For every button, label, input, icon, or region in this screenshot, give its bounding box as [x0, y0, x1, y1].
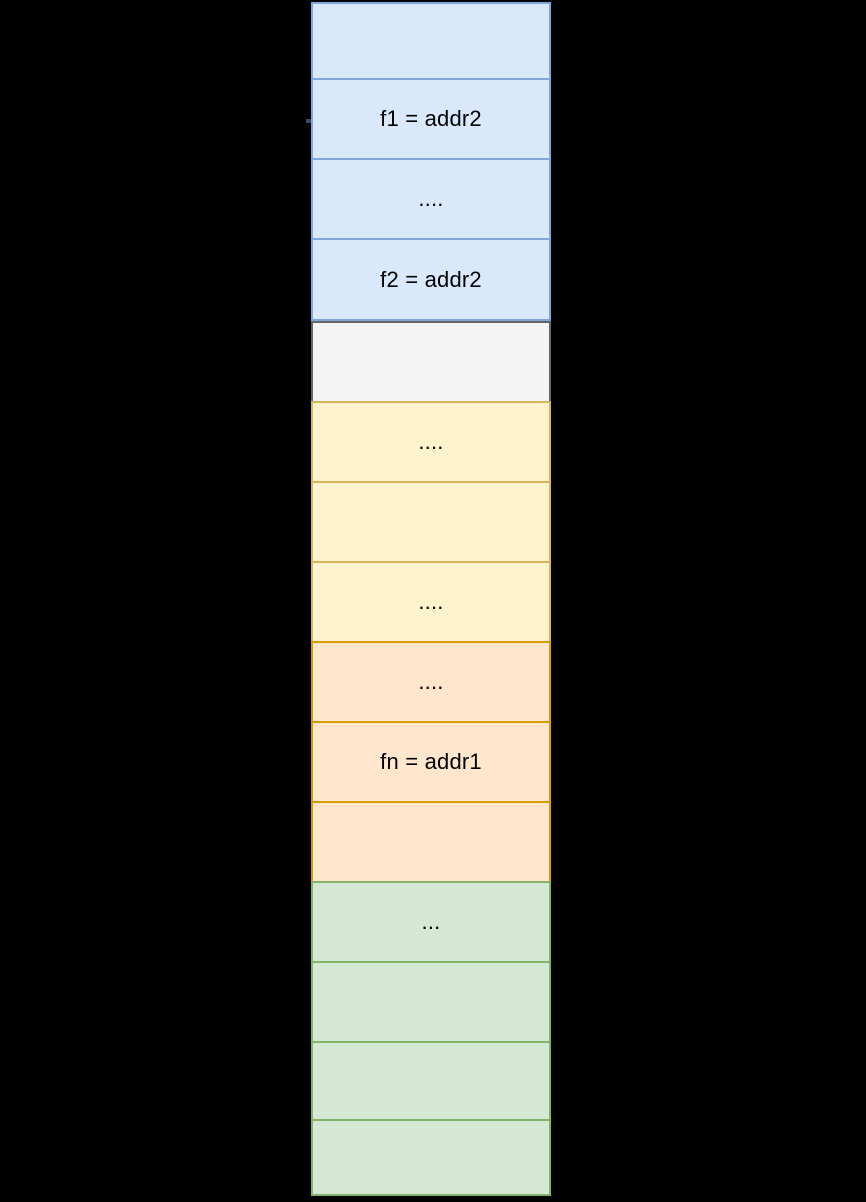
memory-cell-label: f1 = addr2 [380, 106, 482, 131]
memory-cell-yellow-3: .... [311, 561, 551, 641]
memory-cell-blue-3: .... [311, 160, 551, 240]
memory-cell-blue-1 [311, 2, 551, 80]
memory-cell-label: .... [418, 589, 444, 614]
memory-cell-orange-2: fn = addr1 [311, 721, 551, 801]
memory-cell-green-1: ... [311, 881, 551, 961]
memory-cell-label: .... [418, 669, 444, 694]
memory-cell-grey-1 [311, 321, 551, 401]
memory-cell-orange-1: .... [311, 641, 551, 721]
memory-cell-label: .... [418, 186, 444, 211]
memory-cell-yellow-1: .... [311, 401, 551, 481]
left-connector-tick-icon [306, 119, 312, 123]
memory-cell-yellow-2 [311, 481, 551, 561]
memory-cell-orange-3 [311, 801, 551, 881]
memory-cell-label: ... [421, 909, 441, 934]
memory-cell-green-2 [311, 961, 551, 1041]
memory-cell-green-4 [311, 1119, 551, 1196]
memory-cell-label: f2 = addr2 [380, 266, 482, 292]
memory-cell-label: fn = addr1 [380, 749, 482, 774]
memory-cell-blue-2: f1 = addr2 [311, 80, 551, 160]
memory-cell-green-3 [311, 1041, 551, 1119]
memory-cell-label: .... [418, 429, 444, 454]
memory-cell-stack: f1 = addr2.... f2 = addr2............ fn =… [311, 2, 551, 1196]
memory-cell-blue-4: f2 = addr2 [311, 240, 551, 321]
